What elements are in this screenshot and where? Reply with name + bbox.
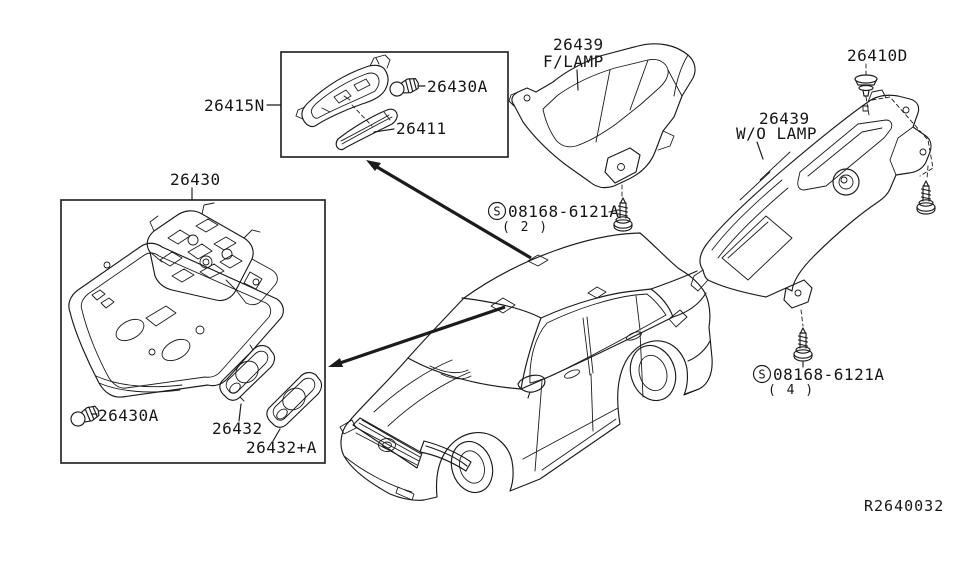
label-screw-rear: 08168-6121A [773,365,884,384]
bracket-foot [604,147,641,184]
map-lamp-detail-box [266,51,509,158]
label-map-lamp-assy: 26415N [204,96,265,115]
label-map-lamp-bulb: 26430A [427,77,488,96]
leader-line [756,141,764,160]
pointer-arrow-console [328,305,506,367]
brand-badge [378,438,396,452]
leader-lines [266,85,426,133]
label-bracket-rear-number: 26439 [759,109,810,128]
console-detail-box [60,187,326,464]
door-handle-rear [626,331,642,341]
grommet-clip-icon [854,74,878,97]
front-wheel [450,440,494,494]
side-mirror [517,374,546,399]
bulb-icon [68,404,102,429]
roof-lamp-marker-mid [587,286,607,299]
screw-icon-rear [793,327,813,362]
drawing-ref-code: R2640032 [864,497,944,515]
rear-wheel [629,344,677,402]
f-lamp-bracket-art [508,43,696,197]
label-bracket-rear-variant: W/O LAMP [736,124,817,143]
label-bracket-front-number: 26439 [553,35,604,54]
console-assy-art [68,202,284,398]
bulb-icon [388,76,421,98]
label-bracket-front-variant: F/LAMP [543,52,604,71]
screw-icon-side [916,180,936,215]
label-screw-rear-qty: ( 4 ) [768,383,815,398]
headlight [419,440,472,472]
label-screw-front-qty: ( 2 ) [502,220,549,235]
console-lens-art [219,344,276,402]
screw-rear-callout: S 08168-6121A ( 4 ) [752,361,884,398]
console-lens-alt-art [266,371,323,428]
bracket-foot [783,279,813,309]
label-grommet: 26410D [847,46,908,65]
detail-box-frame [60,199,326,464]
label-screw-front: 08168-6121A [508,202,619,221]
door-handle-front [564,369,580,379]
label-map-lamp-lens: 26411 [396,119,447,138]
leader-line [576,69,579,91]
fuel-door [668,309,688,328]
label-lens: 26432 [212,419,263,438]
leader-lines [91,403,281,442]
label-console-bulb: 26430A [98,406,159,425]
roof-lamp-marker-rear [527,254,549,267]
map-lamp-lens-art [335,108,398,151]
standard-part-mark: S [493,205,500,219]
standard-part-mark: S [758,368,765,382]
map-lamp-assy-art [295,54,391,128]
grille [352,417,423,469]
label-lens-alt: 26432+A [246,438,317,457]
screw-front-callout: S 08168-6121A ( 2 ) [487,201,619,235]
car-illustration [339,232,713,501]
pointer-arrow-map-lamp [366,160,532,260]
label-console: 26430 [170,170,221,189]
wo-lamp-bracket-art [690,63,934,327]
